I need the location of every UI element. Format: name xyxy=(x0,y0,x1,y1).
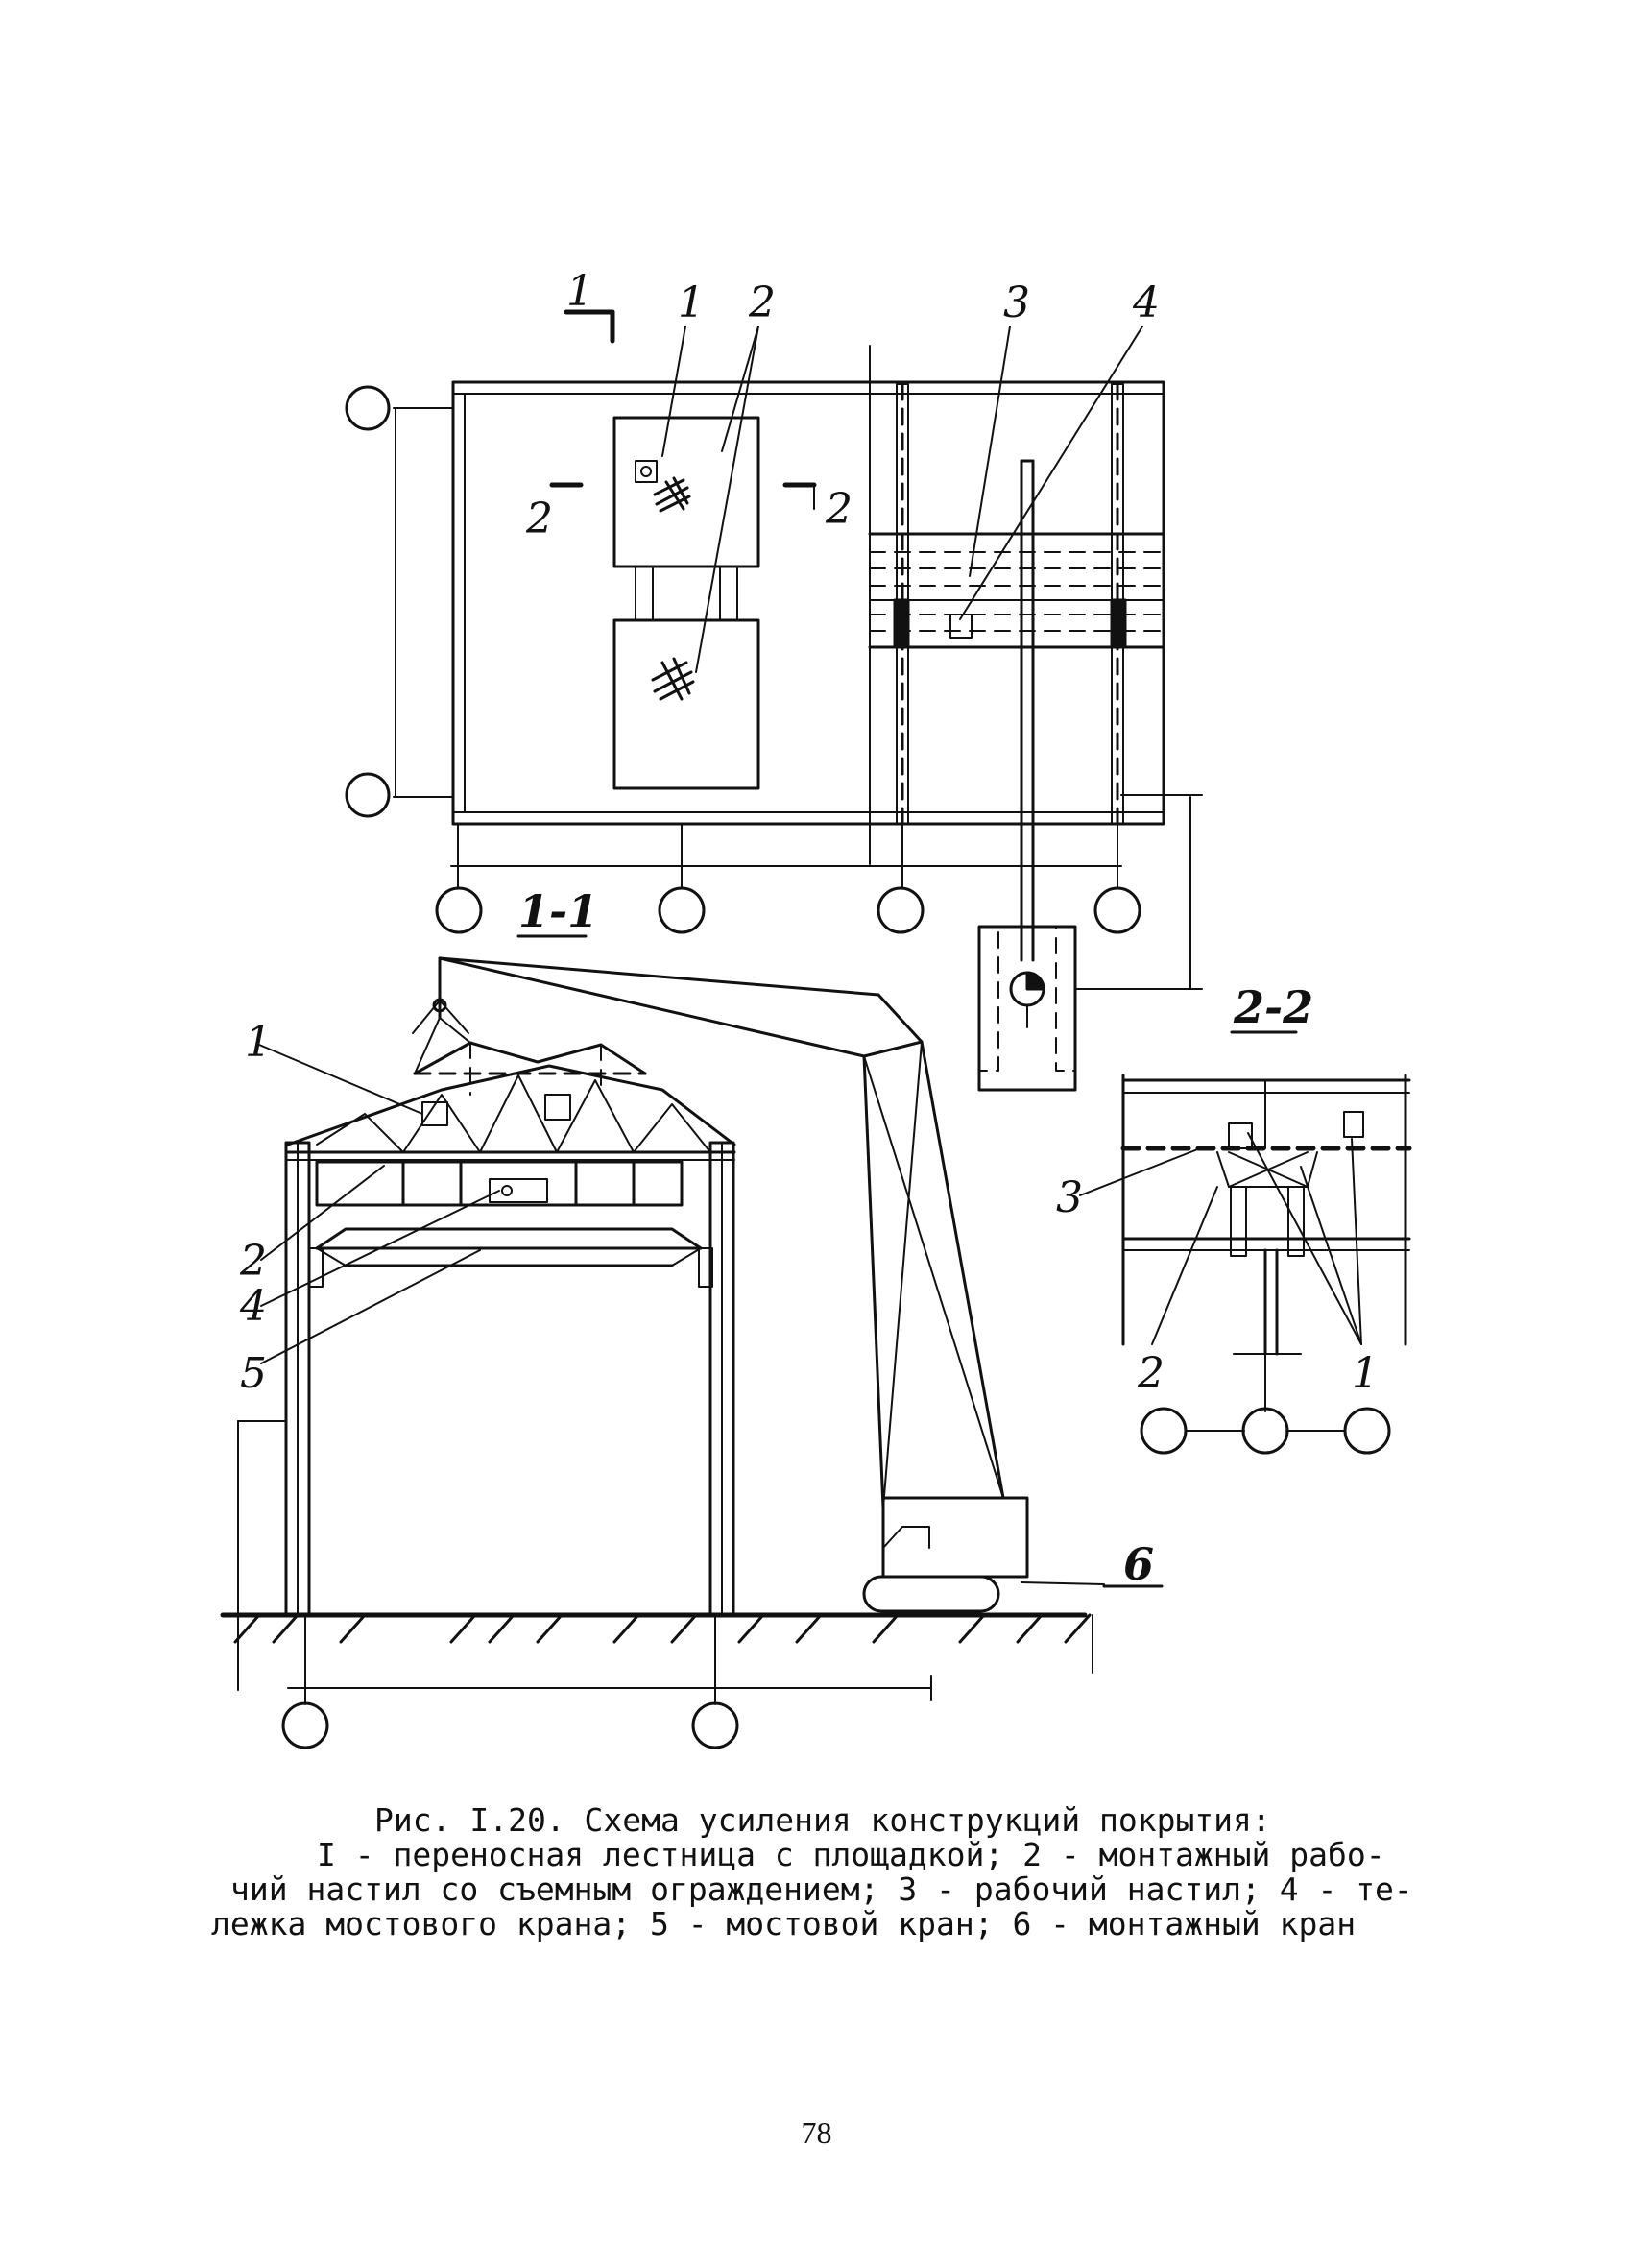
section-1-1 xyxy=(220,958,1105,1749)
axis-bubble xyxy=(435,886,483,934)
axis-bubble xyxy=(1140,1407,1188,1455)
callout-detail-3: 3 xyxy=(1056,1173,1083,1222)
callout-section-5: 5 xyxy=(240,1349,267,1398)
caption-line-2: I - переносная лестница с площадкой; 2 -… xyxy=(317,1836,1385,1873)
axis-bubble xyxy=(1241,1407,1289,1455)
callout-section-1: 1 xyxy=(245,1018,272,1067)
cut-mark-1: 1 xyxy=(566,267,593,316)
caption-line-1: Рис. I.20. Схема усиления конструкций по… xyxy=(374,1801,1271,1839)
page-number: 78 xyxy=(801,2115,832,2150)
crane-plan xyxy=(977,459,1077,1092)
callout-plan-3: 3 xyxy=(1003,278,1030,327)
axis-bubble xyxy=(1093,886,1141,934)
cut-mark-2-right: 2 xyxy=(825,485,853,534)
callout-section-2: 2 xyxy=(239,1237,267,1286)
callout-plan-4: 4 xyxy=(1132,278,1160,327)
section-label-1-1: 1-1 xyxy=(518,885,598,937)
axis-bubble xyxy=(658,886,706,934)
axis-bubble xyxy=(1343,1407,1391,1455)
caption-line-4: лежка мостового крана; 5 - мостовой кран… xyxy=(211,1905,1357,1942)
caption-line-3: чий настил со съемным ограждением; 3 - р… xyxy=(230,1870,1413,1908)
callout-detail-2: 2 xyxy=(1137,1349,1165,1398)
work-deck-3 xyxy=(868,532,1165,649)
section-2-2 xyxy=(1079,1074,1412,1455)
hatched-patch xyxy=(651,476,695,701)
callout-detail-1: 1 xyxy=(1352,1349,1379,1398)
axis-bubble xyxy=(877,886,925,934)
plan-view xyxy=(345,309,1203,1092)
callout-section-6: 6 xyxy=(1123,1538,1154,1590)
callout-section-4: 4 xyxy=(239,1282,267,1331)
cut-mark-2-left: 2 xyxy=(525,495,553,543)
callout-plan-1: 1 xyxy=(678,278,705,327)
axis-bubble xyxy=(345,385,391,431)
crawler-crane-6 xyxy=(438,956,1029,1613)
figure-caption: Рис. I.20. Схема усиления конструкций по… xyxy=(182,1803,1469,1942)
axis-bubble xyxy=(345,772,391,818)
axis-bubble xyxy=(281,1701,329,1749)
section-label-2-2: 2-2 xyxy=(1233,981,1313,1033)
callout-plan-2: 2 xyxy=(748,278,776,327)
axis-bubble xyxy=(691,1701,739,1749)
